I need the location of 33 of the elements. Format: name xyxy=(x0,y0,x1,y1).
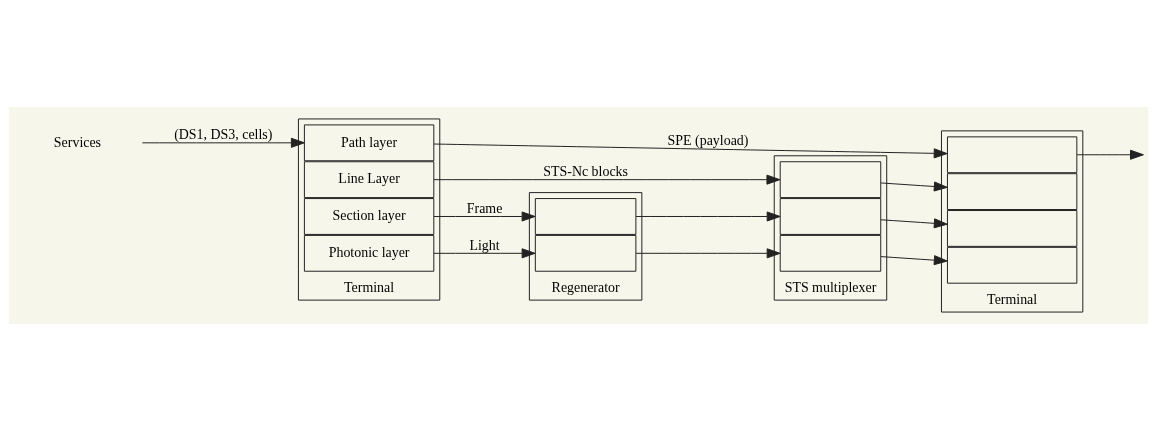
node-text: Services xyxy=(53,134,102,150)
node-box: Path layer xyxy=(303,123,435,161)
node-box xyxy=(534,197,637,235)
node-box xyxy=(779,197,882,235)
arrow xyxy=(880,181,948,191)
arrow xyxy=(433,247,536,258)
cluster: STS multiplexer xyxy=(773,154,888,301)
edge-label: Light xyxy=(469,237,500,253)
arrow xyxy=(880,217,948,228)
arrow xyxy=(635,247,781,258)
edge-label: SPE (payload) xyxy=(667,132,749,148)
node-box xyxy=(946,135,1078,173)
arrow xyxy=(433,174,781,185)
arrow xyxy=(433,210,536,221)
node-box xyxy=(779,234,882,272)
arrow xyxy=(433,143,948,158)
node-box xyxy=(946,246,1078,284)
arrow xyxy=(141,137,305,148)
node-box xyxy=(779,160,882,198)
node-box xyxy=(534,234,637,272)
node-box: Photonic layer xyxy=(303,234,435,272)
cluster: Terminal xyxy=(940,129,1084,313)
edge-label: Frame xyxy=(466,200,503,216)
node-box: Line Layer xyxy=(303,160,435,198)
node-box xyxy=(946,172,1078,210)
edge-label: (DS1, DS3, cells) xyxy=(174,126,273,142)
edge-label: STS-Nc blocks xyxy=(543,163,628,179)
arrow xyxy=(1076,149,1144,160)
node-box xyxy=(946,209,1078,247)
cluster: Regenerator xyxy=(528,191,643,301)
arrow xyxy=(635,210,781,221)
node-box: Section layer xyxy=(303,197,435,235)
arrow xyxy=(880,254,948,265)
